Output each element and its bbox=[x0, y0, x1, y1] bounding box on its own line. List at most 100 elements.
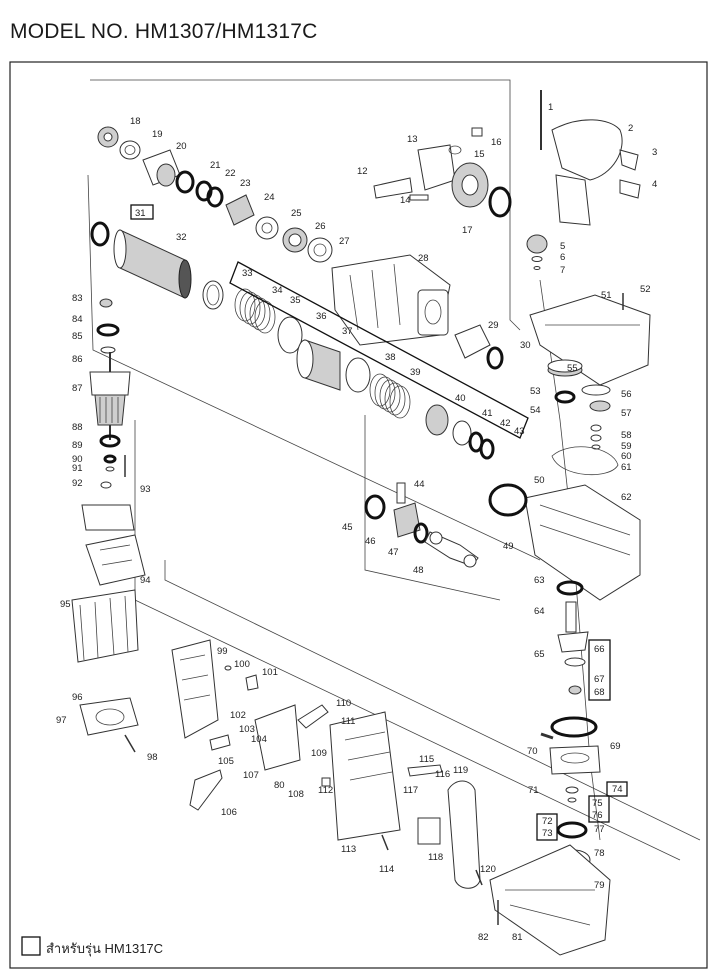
callout-4: 4 bbox=[652, 179, 657, 190]
callout-48: 48 bbox=[413, 565, 424, 576]
spring-and-piston-parts bbox=[234, 288, 495, 460]
callout-97: 97 bbox=[56, 715, 67, 726]
callout-104: 104 bbox=[251, 734, 267, 745]
callout-31: 31 bbox=[135, 208, 146, 219]
callout-99: 99 bbox=[217, 646, 228, 657]
box-66-68 bbox=[588, 639, 611, 701]
callout-59: 59 bbox=[621, 441, 632, 452]
callout-2: 2 bbox=[628, 123, 633, 134]
motor-field-parts bbox=[71, 534, 146, 753]
callout-98: 98 bbox=[147, 752, 158, 763]
box-33-43 bbox=[229, 261, 529, 439]
gear-housing-parts bbox=[488, 293, 651, 601]
callout-44: 44 bbox=[414, 479, 425, 490]
callout-85: 85 bbox=[72, 331, 83, 342]
callout-43: 43 bbox=[514, 426, 525, 437]
side-handle-parts bbox=[526, 90, 641, 270]
callout-36: 36 bbox=[316, 311, 327, 322]
boxed-callout-frames bbox=[130, 204, 628, 841]
callout-12: 12 bbox=[357, 166, 368, 177]
callout-73: 73 bbox=[542, 828, 553, 839]
callout-50: 50 bbox=[534, 475, 545, 486]
callout-117: 117 bbox=[403, 785, 418, 796]
callout-82: 82 bbox=[478, 932, 489, 943]
callout-33: 33 bbox=[242, 268, 253, 279]
callout-62: 62 bbox=[621, 492, 632, 503]
callout-27: 27 bbox=[339, 236, 350, 247]
callout-112: 112 bbox=[318, 785, 333, 796]
callout-80: 80 bbox=[274, 780, 285, 791]
callout-17: 17 bbox=[462, 225, 473, 236]
callout-101: 101 bbox=[262, 667, 278, 678]
page-title: MODEL NO. HM1307/HM1317C bbox=[10, 20, 318, 43]
callout-75: 75 bbox=[592, 798, 603, 809]
callout-14: 14 bbox=[400, 195, 411, 206]
callout-39: 39 bbox=[410, 367, 421, 378]
callout-100: 100 bbox=[234, 659, 250, 670]
callout-119: 119 bbox=[453, 765, 468, 776]
callout-69: 69 bbox=[610, 741, 621, 752]
callout-16: 16 bbox=[491, 137, 502, 148]
box-74 bbox=[606, 781, 628, 797]
callout-92: 92 bbox=[72, 478, 83, 489]
callout-38: 38 bbox=[385, 352, 396, 363]
callout-3: 3 bbox=[652, 147, 657, 158]
callout-108: 108 bbox=[288, 789, 304, 800]
box-31 bbox=[130, 204, 154, 220]
spring-39 bbox=[369, 373, 411, 419]
tool-holder-housing bbox=[331, 254, 504, 370]
box-72-73 bbox=[536, 813, 558, 841]
callout-53: 53 bbox=[530, 386, 541, 397]
callout-96: 96 bbox=[72, 692, 83, 703]
callout-49: 49 bbox=[503, 541, 514, 552]
callout-88: 88 bbox=[72, 422, 83, 433]
callout-60: 60 bbox=[621, 451, 632, 462]
callout-29: 29 bbox=[488, 320, 499, 331]
guide-lines bbox=[87, 79, 701, 861]
callout-107: 107 bbox=[243, 770, 259, 781]
callout-116: 116 bbox=[435, 769, 450, 780]
callout-13: 13 bbox=[407, 134, 418, 145]
callout-109: 109 bbox=[311, 748, 327, 759]
callout-30: 30 bbox=[520, 340, 531, 351]
callout-64: 64 bbox=[534, 606, 545, 617]
callout-32: 32 bbox=[176, 232, 187, 243]
callout-47: 47 bbox=[388, 547, 399, 558]
callout-103: 103 bbox=[239, 724, 255, 735]
callout-63: 63 bbox=[534, 575, 545, 586]
box-75-76 bbox=[588, 795, 610, 823]
callout-79: 79 bbox=[594, 880, 605, 891]
callout-34: 34 bbox=[272, 285, 283, 296]
callout-72: 72 bbox=[542, 816, 553, 827]
callout-71: 71 bbox=[528, 785, 539, 796]
callout-labels: 1 2 3 4 5 6 7 12 13 14 15 16 17 18 19 20… bbox=[56, 102, 657, 943]
callout-35: 35 bbox=[290, 295, 301, 306]
callout-57: 57 bbox=[621, 408, 632, 419]
callout-89: 89 bbox=[72, 440, 83, 451]
callout-46: 46 bbox=[365, 536, 376, 547]
callout-26: 26 bbox=[315, 221, 326, 232]
callout-83: 83 bbox=[72, 293, 83, 304]
legend-box bbox=[21, 936, 41, 956]
callout-86: 86 bbox=[72, 354, 83, 365]
diagram-frame bbox=[9, 61, 708, 969]
callout-19: 19 bbox=[152, 129, 163, 140]
callout-81: 81 bbox=[512, 932, 523, 943]
callout-28: 28 bbox=[418, 253, 429, 264]
callout-94: 94 bbox=[140, 575, 151, 586]
callout-22: 22 bbox=[225, 168, 236, 179]
callout-87: 87 bbox=[72, 383, 83, 394]
callout-114: 114 bbox=[379, 864, 394, 875]
callout-93: 93 bbox=[140, 484, 151, 495]
spring-34 bbox=[234, 288, 276, 334]
callout-76: 76 bbox=[592, 810, 603, 821]
upper-barrel-parts bbox=[97, 126, 333, 263]
callout-45: 45 bbox=[342, 522, 353, 533]
callout-74: 74 bbox=[612, 784, 623, 795]
callout-56: 56 bbox=[621, 389, 632, 400]
rear-handle-parts bbox=[381, 764, 499, 925]
callout-67: 67 bbox=[594, 674, 605, 685]
callout-15: 15 bbox=[474, 149, 485, 160]
callout-23: 23 bbox=[240, 178, 251, 189]
